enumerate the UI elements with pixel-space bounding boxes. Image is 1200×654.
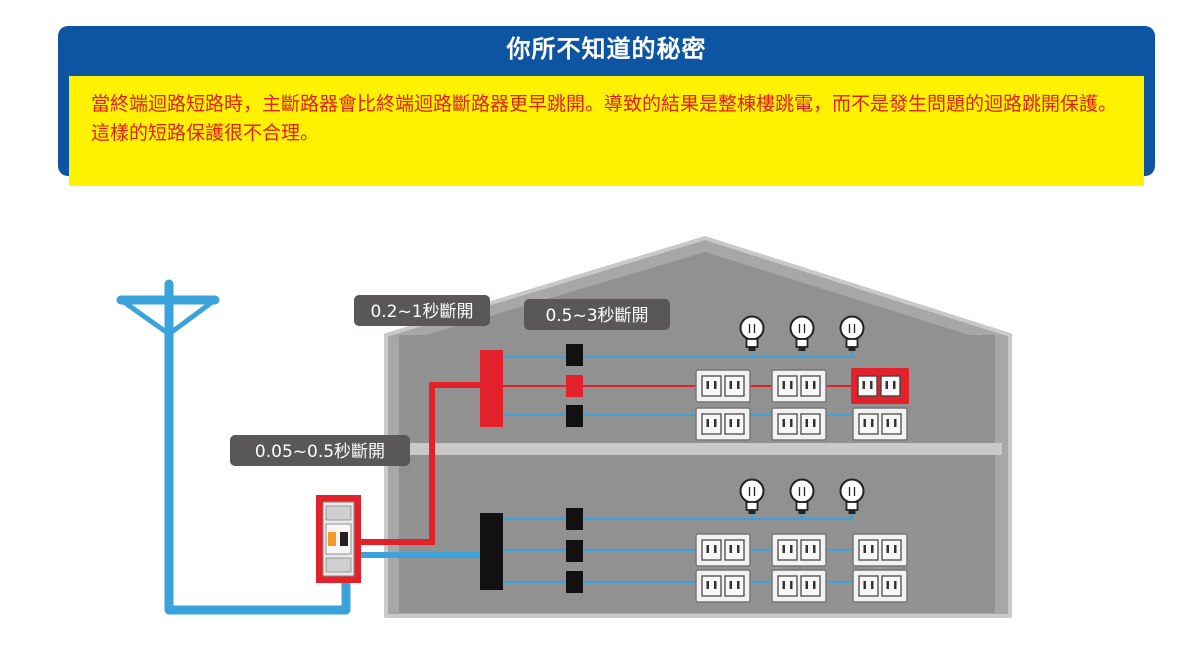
- breaker-panel-icon: [316, 495, 361, 583]
- main-breaker-label-text: 0.2~1秒斷開: [370, 302, 473, 322]
- wall-outlet-icon: [771, 369, 827, 403]
- branch-breaker-label-text: 0.5~3秒斷開: [545, 306, 648, 326]
- wall-outlet-icon: [771, 569, 827, 603]
- faulted-outlet: [851, 368, 909, 404]
- banner-body: 當終端迴路短路時，主斷路器會比終端迴路斷路器更早跳開。導致的結果是整棟樓跳電，而…: [69, 76, 1144, 186]
- upper-main-breaker: [480, 350, 503, 427]
- service-breaker-label-text: 0.05~0.5秒斷開: [255, 442, 385, 462]
- branch-breaker-label: 0.5~3秒斷開: [524, 299, 670, 330]
- banner-text: 當終端迴路短路時，主斷路器會比終端迴路斷路器更早跳開。導致的結果是整棟樓跳電，而…: [91, 93, 1118, 144]
- wall-outlet-icon: [852, 533, 908, 567]
- wall-outlet-icon: [695, 407, 751, 441]
- wall-outlet-icon: [695, 569, 751, 603]
- upper-branch-breakers: [566, 344, 583, 427]
- wall-outlet-icon: [852, 569, 908, 603]
- lower-branch-breakers: [566, 508, 583, 593]
- wall-outlet-icon: [771, 407, 827, 441]
- utility-pole-icon: [116, 279, 351, 615]
- service-breaker-label: 0.05~0.5秒斷開: [230, 435, 410, 466]
- info-banner: 你所不知道的秘密 當終端迴路短路時，主斷路器會比終端迴路斷路器更早跳開。導致的結…: [58, 26, 1155, 186]
- feeder-wires: [359, 382, 490, 558]
- main-breaker-label: 0.2~1秒斷開: [354, 295, 490, 326]
- floor-divider: [394, 443, 1002, 455]
- lower-main-breaker: [480, 513, 503, 590]
- wall-outlet-icon: [695, 533, 751, 567]
- upper-outlets: [695, 368, 909, 441]
- wall-outlet-icon: [695, 369, 751, 403]
- wall-outlet-icon: [771, 533, 827, 567]
- banner-title: 你所不知道的秘密: [506, 35, 707, 63]
- wall-outlet-icon: [852, 407, 908, 441]
